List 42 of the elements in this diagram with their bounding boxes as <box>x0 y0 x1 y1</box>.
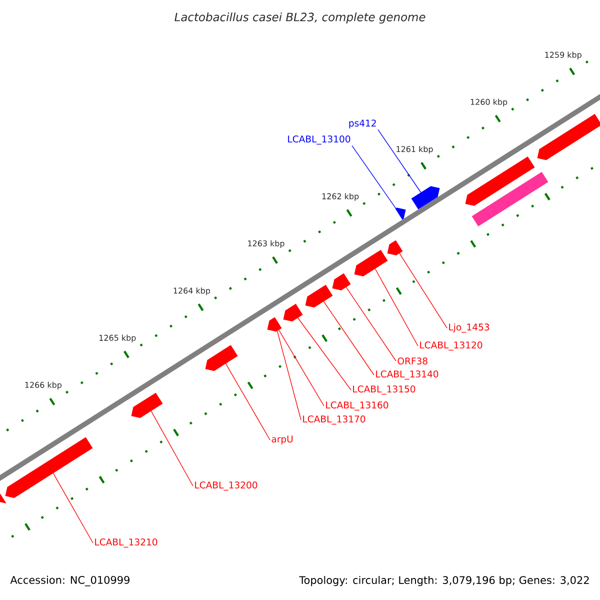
gene-label: LCABL_13150 <box>353 385 416 395</box>
gene-feature <box>283 304 303 322</box>
gene-feature <box>387 240 403 256</box>
accession-text: Accession: NC_010999 <box>10 576 130 586</box>
leader-line <box>352 145 396 209</box>
gene-feature <box>537 114 600 160</box>
gene-label: LCABL_13140 <box>376 370 438 380</box>
gene-feature <box>465 156 535 206</box>
gene-feature <box>205 345 238 371</box>
gene-label: arpU <box>272 436 293 444</box>
gene-feature <box>411 186 440 210</box>
leader-line <box>52 472 94 544</box>
leader-line <box>298 318 352 390</box>
title: Lactobacillus casei BL23, complete genome <box>174 12 426 24</box>
gene-feature <box>472 172 548 226</box>
gene-label: LCABL_13170 <box>303 415 366 425</box>
gene-label: LCABL_13160 <box>326 401 388 411</box>
gene-label: Ljo_1453 <box>449 323 490 333</box>
gene-feature <box>332 273 351 290</box>
leader-line <box>150 410 194 486</box>
gene-label: LCABL_13210 <box>95 538 158 548</box>
gene-label: LCABL_13100 <box>288 135 350 145</box>
gene-label: ORF38 <box>398 358 428 364</box>
gene-feature <box>5 437 93 498</box>
gene-feature <box>354 250 388 276</box>
gene-feature <box>131 392 163 418</box>
gene-feature <box>395 208 406 220</box>
gene-feature <box>267 317 282 332</box>
gene-label: LCABL_13120 <box>420 341 482 351</box>
gene-feature <box>0 492 6 504</box>
leader-line <box>323 301 374 376</box>
gene-label: LCABL_13200 <box>195 481 258 491</box>
gene-feature <box>305 284 333 308</box>
leader-line <box>225 363 270 440</box>
gene-label: ps412 <box>349 120 376 128</box>
leader-line <box>378 129 422 193</box>
leader-line <box>346 286 396 362</box>
genome-info-text: Topology: circular; Length: 3,079,196 bp; Genes: 3,022 <box>299 576 589 586</box>
leader-line <box>399 252 448 328</box>
leader-line <box>276 330 302 420</box>
leader-line <box>278 330 324 406</box>
leader-line <box>374 268 418 346</box>
